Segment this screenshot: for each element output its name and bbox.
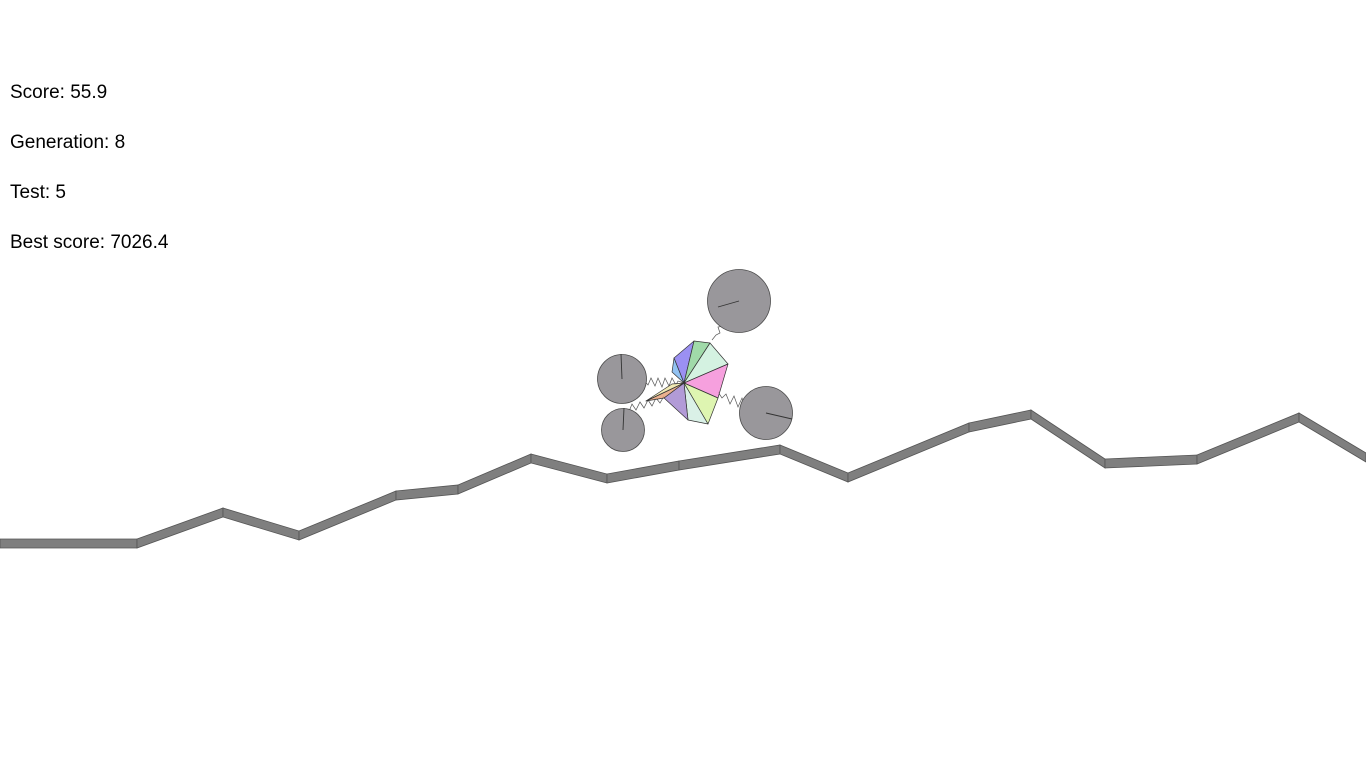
terrain-segment <box>457 453 532 495</box>
wheel-bottom-left <box>601 407 645 452</box>
generation-value: 8 <box>114 132 126 153</box>
terrain-segment <box>395 484 459 501</box>
generation-readout: Generation: 8 <box>10 130 168 180</box>
wheel-left <box>597 353 647 404</box>
spring-bottom-left <box>623 395 665 419</box>
terrain-segment <box>1104 454 1198 469</box>
terrain-segment <box>968 409 1032 433</box>
terrain <box>0 409 1366 549</box>
terrain-segment <box>1030 409 1106 469</box>
test-label: Test: <box>10 182 51 203</box>
wheel-top <box>707 269 771 333</box>
body-triangle-10 <box>645 382 685 402</box>
terrain-segment <box>0 538 138 549</box>
generation-label: Generation: <box>10 132 110 153</box>
terrain-segment <box>678 444 781 471</box>
terrain-segment <box>530 453 608 484</box>
terrain-segment <box>779 444 849 483</box>
hud-panel: Score: 55.9 Generation: 8 Test: 5 Best s… <box>10 80 168 280</box>
vehicle <box>597 269 793 452</box>
score-label: Score: <box>10 82 65 103</box>
wheel-right <box>739 386 793 440</box>
score-value: 55.9 <box>70 82 108 103</box>
score-readout: Score: 55.9 <box>10 80 168 130</box>
terrain-segment <box>1298 412 1366 463</box>
test-value: 5 <box>55 182 66 203</box>
terrain-segment <box>136 507 224 549</box>
test-readout: Test: 5 <box>10 180 168 230</box>
terrain-segment <box>222 507 300 541</box>
terrain-segment <box>298 490 397 541</box>
best-score-readout: Best score: 7026.4 <box>10 230 168 280</box>
body-triangle-2 <box>671 357 685 384</box>
terrain-segment <box>1196 412 1300 465</box>
best-score-value: 7026.4 <box>110 232 169 253</box>
vehicle-body <box>645 340 729 425</box>
terrain-segment <box>606 460 680 484</box>
best-score-label: Best score: <box>10 232 106 253</box>
terrain-segment <box>847 422 970 483</box>
